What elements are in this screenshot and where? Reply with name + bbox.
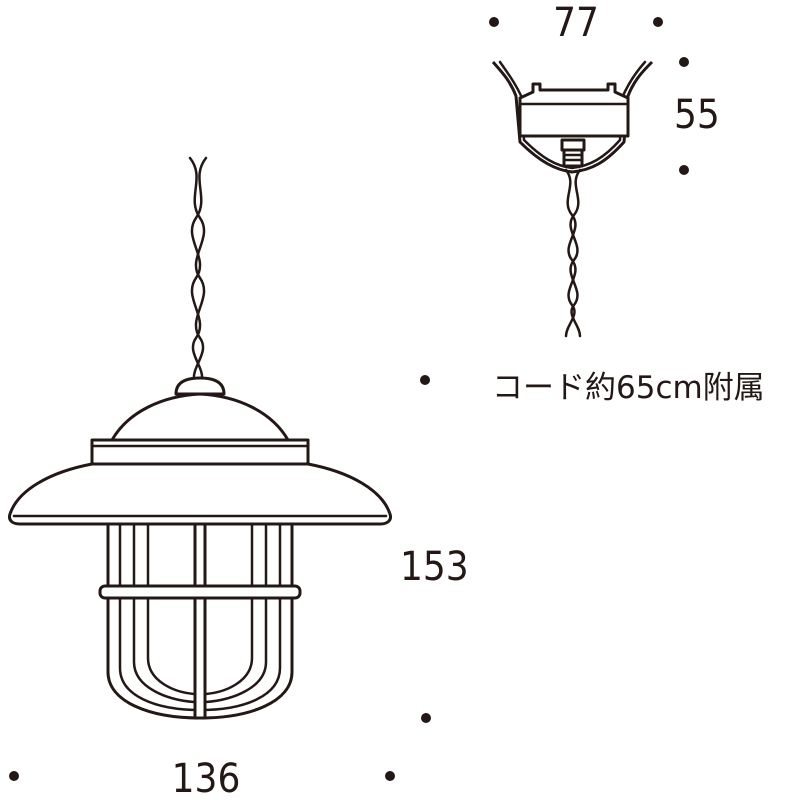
cord-length-note: コード約65cm附属 bbox=[492, 370, 765, 406]
note-bullet-dot bbox=[420, 375, 430, 385]
dim-dot-55-bottom bbox=[679, 165, 689, 175]
dim-dot-77-left bbox=[489, 17, 499, 27]
dim-dot-77-right bbox=[653, 17, 663, 27]
dim-dot-55-top bbox=[679, 57, 689, 67]
dimension-canopy-height: 55 bbox=[674, 92, 720, 138]
canopy-drawing bbox=[491, 60, 654, 338]
dim-dot-153-bottom bbox=[421, 713, 431, 723]
dimension-total-height: 153 bbox=[400, 544, 469, 590]
dimension-canopy-width: 77 bbox=[553, 0, 599, 46]
pendant-lamp-drawing bbox=[8, 156, 392, 720]
dimension-shade-width: 136 bbox=[172, 756, 241, 800]
dim-dot-136-left bbox=[9, 771, 19, 781]
dim-dot-136-right bbox=[385, 771, 395, 781]
